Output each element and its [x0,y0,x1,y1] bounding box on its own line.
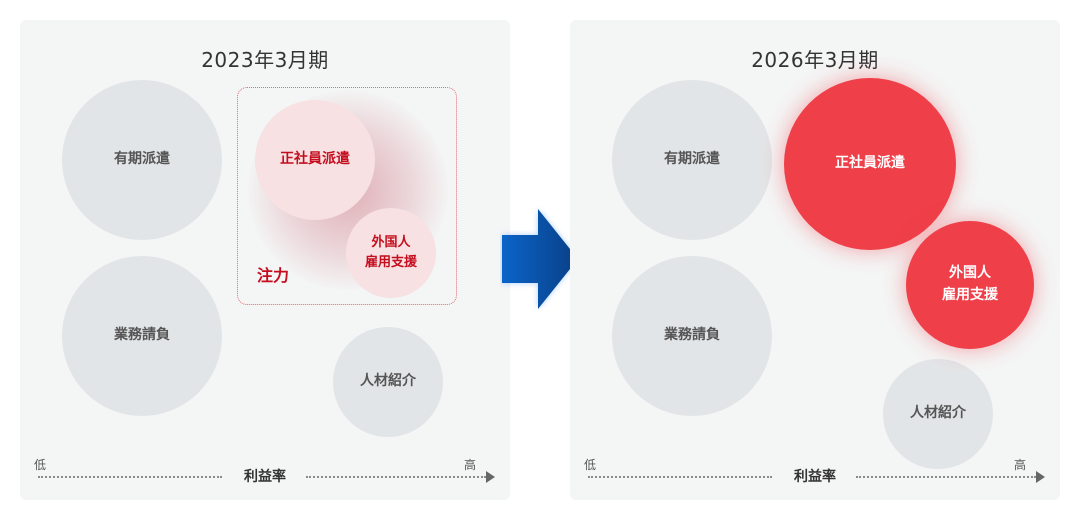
panel-title: 2026年3月期 [751,48,879,72]
panel-2026: 2026年3月期 有期派遣 業務請負 人材紹介 正社員派遣 外国人 雇用支援 低… [570,20,1060,500]
focus-area-box [237,87,457,305]
axis-title: 利益率 [244,469,286,485]
axis-arrowhead-icon [1036,471,1045,483]
panel-2023: 2023年3月期 有期派遣 業務請負 人材紹介 正社員派遣 外国人 雇用支援 注… [20,20,510,500]
axis-arrowhead-icon [486,471,495,483]
bubble-fixed-term-dispatch: 有期派遣 [612,80,772,240]
panel-title: 2023年3月期 [201,48,329,72]
bubble-contract-work: 業務請負 [612,256,772,416]
axis-line [856,476,1036,478]
axis-low-label: 低 [584,458,597,472]
axis-line [38,476,222,478]
right-arrow-icon [502,209,578,309]
axis-line [588,476,772,478]
axis-high-label: 高 [1014,458,1027,472]
axis-high-label: 高 [464,458,477,472]
focus-label: 注力 [257,266,290,285]
bubble-permanent-dispatch: 正社員派遣 [255,100,375,220]
axis-low-label: 低 [34,458,47,472]
bubble-permanent-dispatch: 正社員派遣 [784,78,956,250]
axis-title: 利益率 [794,469,836,485]
bubble-foreign-employment-support: 外国人 雇用支援 [906,221,1034,349]
bubble-recruitment: 人材紹介 [333,327,443,437]
bubble-contract-work: 業務請負 [62,256,222,416]
axis-line [306,476,486,478]
bubble-fixed-term-dispatch: 有期派遣 [62,80,222,240]
bubble-recruitment: 人材紹介 [883,359,993,469]
bubble-foreign-employment-support: 外国人 雇用支援 [346,208,436,298]
